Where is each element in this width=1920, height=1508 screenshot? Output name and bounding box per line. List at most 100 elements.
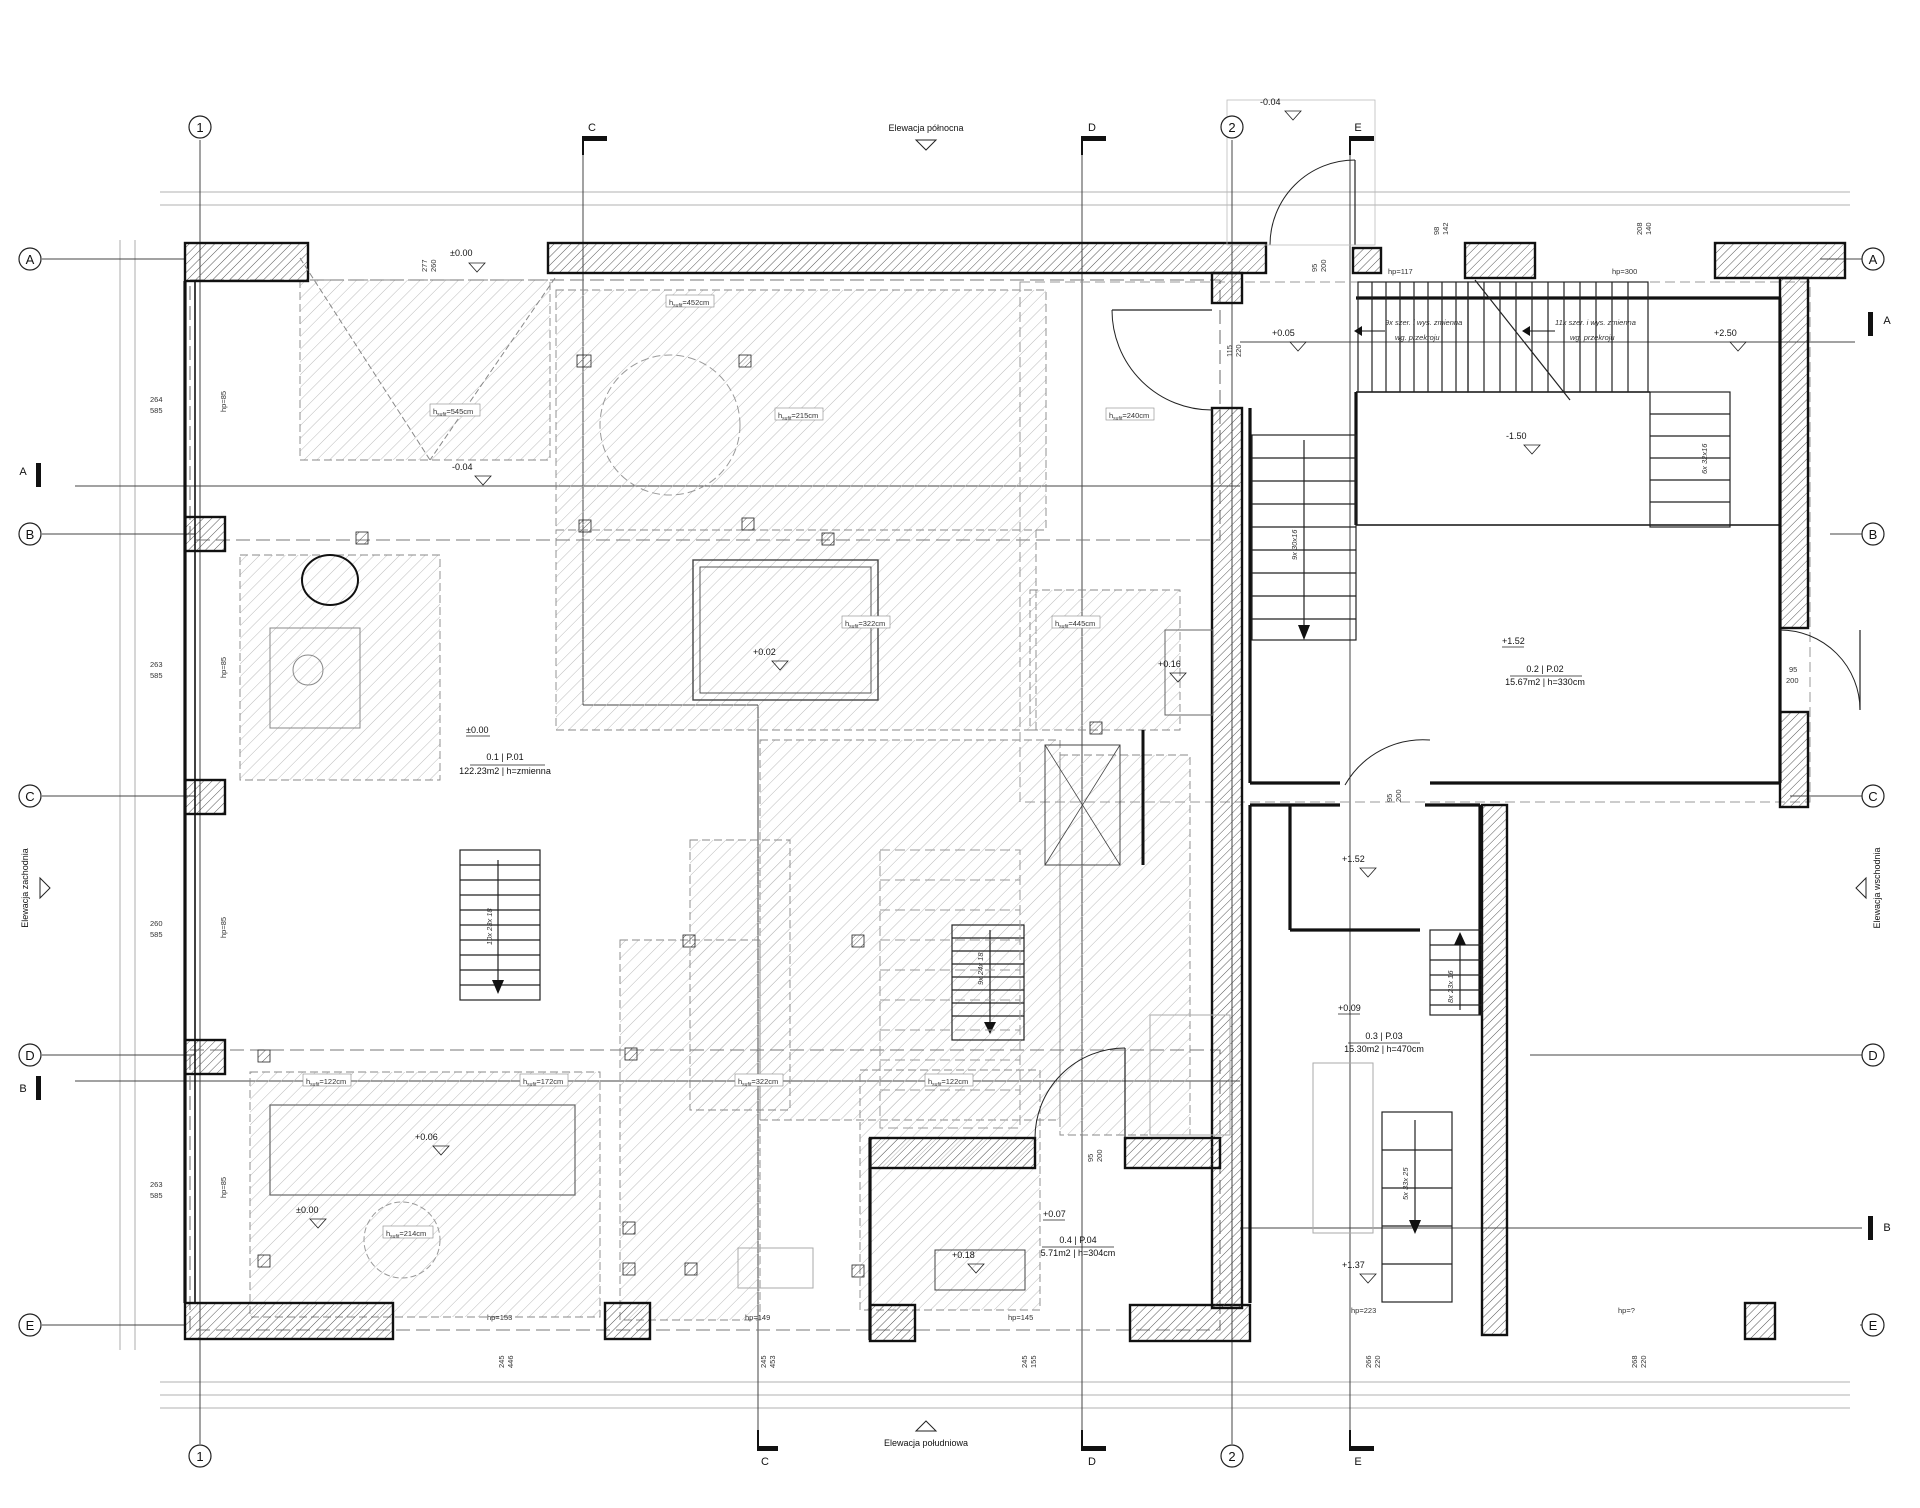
- soffit-215: hsufit=215cm: [774, 407, 824, 422]
- svg-text:260: 260: [429, 259, 438, 272]
- svg-text:200: 200: [1786, 676, 1799, 685]
- svg-text:C: C: [588, 122, 596, 134]
- svg-text:277: 277: [420, 259, 429, 272]
- svg-text:220: 220: [1639, 1355, 1648, 1368]
- soffit-height-labels: hsufit=452cm hsufit=545cm hsufit=215cm h…: [302, 294, 1155, 1240]
- axis-bubble-2-top: 2: [1220, 115, 1244, 139]
- svg-text:B: B: [26, 527, 35, 542]
- svg-text:95: 95: [1310, 264, 1319, 272]
- svg-text:155: 155: [1029, 1355, 1038, 1368]
- toilet-icon: [301, 554, 359, 606]
- svg-text:+1.52: +1.52: [1502, 636, 1525, 646]
- lift-pit: [692, 559, 879, 701]
- elevation-west-label: Elewacja zachodnia: [20, 848, 30, 928]
- svg-text:hsufit=122cm: hsufit=122cm: [928, 1077, 968, 1088]
- svg-text:-1.50: -1.50: [1506, 431, 1527, 441]
- level-sw-floor: ±0.00: [296, 1205, 327, 1229]
- svg-text:B: B: [19, 1083, 26, 1095]
- dimension-strings: [119, 191, 1850, 1409]
- svg-text:hsufit=215cm: hsufit=215cm: [778, 411, 818, 422]
- svg-text:D: D: [25, 1048, 34, 1063]
- shaft: [1044, 744, 1121, 866]
- axis-bubble-e-right: E: [1861, 1313, 1885, 1337]
- svg-text:220: 220: [1373, 1355, 1382, 1368]
- svg-text:C: C: [1868, 789, 1877, 804]
- svg-text:15.30m2 | h=470cm: 15.30m2 | h=470cm: [1344, 1044, 1424, 1054]
- basin: [269, 627, 361, 729]
- stair-flight-8x23: [1429, 929, 1483, 1016]
- svg-text:2: 2: [1228, 1449, 1235, 1464]
- level-lift: +0.02: [753, 647, 789, 671]
- svg-text:585: 585: [150, 406, 163, 415]
- svg-text:hp=117: hp=117: [1388, 267, 1413, 276]
- svg-text:+1.52: +1.52: [1342, 854, 1365, 864]
- svg-text:A: A: [1869, 252, 1878, 267]
- svg-text:200: 200: [1319, 259, 1328, 272]
- svg-text:9x 24x 18: 9x 24x 18: [976, 952, 985, 985]
- level-small-room: +0.18: [952, 1250, 985, 1274]
- level-marks: -0.04 ±0.00 -0.04 +0.05 +2.50 -1.50 +0.0…: [296, 97, 1747, 1284]
- soffit-322-center: hsufit=322cm: [841, 615, 891, 630]
- stair-flight-9x30: [1251, 434, 1357, 641]
- svg-text:C: C: [25, 789, 34, 804]
- stairs: [459, 279, 1731, 1303]
- svg-text:hp=?: hp=?: [1618, 1306, 1635, 1315]
- svg-text:E: E: [1354, 122, 1361, 134]
- long-table: [269, 1104, 576, 1196]
- axis-bubble-b-right: B: [1861, 522, 1885, 546]
- svg-text:95: 95: [1385, 794, 1394, 802]
- svg-text:263: 263: [150, 660, 163, 669]
- upper-floor-projection: [189, 279, 1811, 1331]
- level-platform: +0.16: [1158, 659, 1187, 683]
- walls: [183, 241, 1847, 1343]
- svg-text:+0.02: +0.02: [753, 647, 776, 657]
- svg-text:115: 115: [1225, 345, 1234, 357]
- svg-text:hp=85: hp=85: [219, 391, 228, 412]
- svg-text:hp=85: hp=85: [219, 657, 228, 678]
- section-a-right: A: [1868, 312, 1891, 336]
- svg-text:0.2 | P.02: 0.2 | P.02: [1526, 664, 1563, 674]
- svg-text:245: 245: [759, 1355, 768, 1368]
- soffit-172: hsufit=172cm: [519, 1073, 569, 1088]
- room-label-p01: ±0.00 0.1 | P.01 122.23m2 | h=zmienna: [459, 725, 551, 776]
- stair-flight-dashed-center: [879, 849, 1021, 1129]
- level-corridor: +1.52: [1342, 854, 1377, 878]
- section-e-top: E: [1349, 122, 1374, 155]
- svg-text:264: 264: [150, 395, 163, 404]
- stair-flight-10x23: [459, 849, 541, 1001]
- elevation-east-label: Elewacja wschodnia: [1872, 847, 1882, 928]
- svg-text:D: D: [1088, 122, 1096, 134]
- svg-text:+0.06: +0.06: [415, 1132, 438, 1142]
- axis-bubble-c-left: C: [18, 784, 42, 808]
- svg-text:B: B: [1869, 527, 1878, 542]
- elevation-south-marker: [914, 1420, 938, 1432]
- svg-text:C: C: [761, 1456, 769, 1468]
- svg-text:E: E: [1869, 1318, 1878, 1333]
- svg-text:245: 245: [1020, 1355, 1029, 1368]
- svg-text:A: A: [26, 252, 35, 267]
- soffit-545: hsufit=545cm: [429, 403, 481, 418]
- svg-text:hsufit=214cm: hsufit=214cm: [386, 1229, 426, 1240]
- section-c-bottom: C: [757, 1430, 778, 1468]
- svg-text:hsufit=452cm: hsufit=452cm: [669, 298, 709, 309]
- level-pit: -1.50: [1506, 431, 1541, 455]
- elevation-labels: Elewacja północna Elewacja południowa El…: [20, 123, 1882, 1448]
- elevation-north-label: Elewacja północna: [888, 123, 963, 133]
- svg-text:+0.05: +0.05: [1272, 328, 1295, 338]
- level-upper-landing: +0.05: [1272, 328, 1307, 352]
- stair-annotations: 9x szer. i wys. zmienna wg. przekroju 11…: [485, 318, 1709, 1200]
- svg-text:D: D: [1088, 1456, 1096, 1468]
- svg-text:hp=223: hp=223: [1351, 1306, 1376, 1315]
- svg-text:+0.07: +0.07: [1043, 1209, 1066, 1219]
- cabinet: [1164, 629, 1214, 716]
- section-b-left: B: [19, 1076, 41, 1100]
- round-table-outline: [599, 354, 741, 496]
- svg-text:0.1 | P.01: 0.1 | P.01: [486, 752, 523, 762]
- lift-pit-inner: [699, 566, 872, 694]
- svg-text:266: 266: [1364, 1355, 1373, 1368]
- level-center: -0.04: [452, 462, 492, 486]
- svg-text:+0.09: +0.09: [1338, 1003, 1361, 1013]
- columns: [257, 354, 1103, 1278]
- svg-text:hsufit=322cm: hsufit=322cm: [845, 619, 885, 630]
